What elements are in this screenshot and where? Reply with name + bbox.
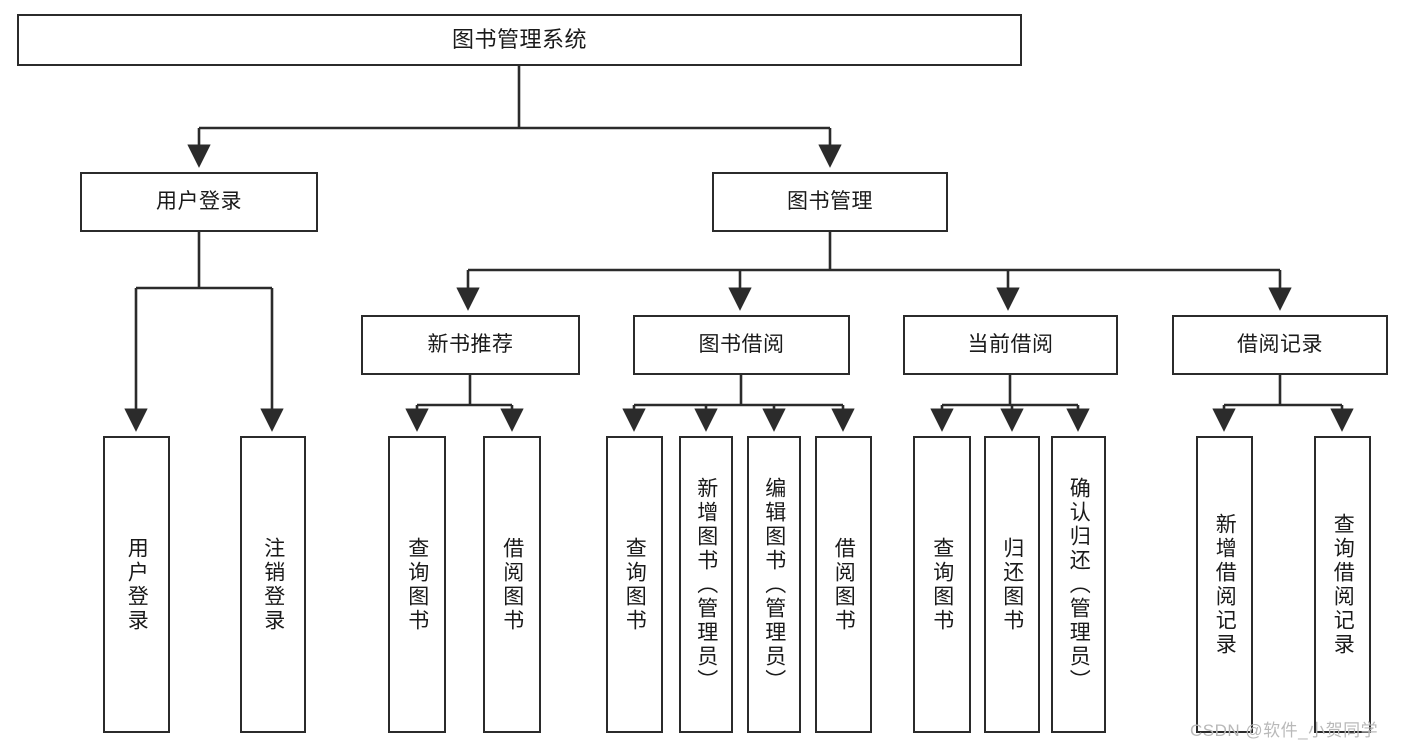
node-leaf-add-book-label: 新增图书（管理员） (694, 476, 718, 693)
node-leaf-return-book-label: 归还图书 (1000, 536, 1024, 633)
node-borrow-record[interactable]: 借阅记录 (1172, 315, 1388, 375)
node-leaf-query-book-3-label: 查询图书 (930, 536, 954, 633)
node-leaf-borrow-book-2-label: 借阅图书 (832, 536, 856, 633)
node-leaf-return-book[interactable]: 归还图书 (984, 436, 1040, 733)
node-leaf-query-borrow-record[interactable]: 查询借阅记录 (1314, 436, 1371, 733)
node-book-borrow[interactable]: 图书借阅 (633, 315, 850, 375)
node-leaf-borrow-book-1[interactable]: 借阅图书 (483, 436, 541, 733)
node-leaf-add-borrow-record-label: 新增借阅记录 (1213, 512, 1237, 657)
node-user-login-label: 用户登录 (156, 190, 242, 214)
node-root-label: 图书管理系统 (451, 26, 587, 52)
node-current-borrow-label: 当前借阅 (967, 333, 1054, 357)
node-leaf-user-login-label: 用户登录 (125, 536, 149, 633)
node-borrow-record-label: 借阅记录 (1237, 333, 1323, 357)
node-book-manage[interactable]: 图书管理 (712, 172, 948, 232)
node-book-borrow-label: 图书借阅 (698, 333, 785, 357)
node-root[interactable]: 图书管理系统 (17, 14, 1022, 66)
node-leaf-borrow-book-2[interactable]: 借阅图书 (815, 436, 872, 733)
watermark: CSDN @软件_小贺同学 (1190, 721, 1379, 740)
node-leaf-add-book[interactable]: 新增图书（管理员） (679, 436, 733, 733)
node-current-borrow[interactable]: 当前借阅 (903, 315, 1118, 375)
node-leaf-edit-book-label: 编辑图书（管理员） (762, 476, 786, 693)
node-leaf-user-login[interactable]: 用户登录 (103, 436, 170, 733)
node-leaf-user-logout-label: 注销登录 (261, 536, 285, 633)
node-leaf-confirm-return-label: 确认归还（管理员） (1067, 476, 1091, 693)
node-leaf-query-book-2-label: 查询图书 (623, 536, 647, 633)
node-leaf-query-book-3[interactable]: 查询图书 (913, 436, 971, 733)
node-new-book-recommend[interactable]: 新书推荐 (361, 315, 580, 375)
node-leaf-query-book-1-label: 查询图书 (405, 536, 429, 633)
node-leaf-edit-book[interactable]: 编辑图书（管理员） (747, 436, 801, 733)
node-leaf-user-logout[interactable]: 注销登录 (240, 436, 306, 733)
node-leaf-query-borrow-record-label: 查询借阅记录 (1331, 512, 1355, 657)
node-new-book-recommend-label: 新书推荐 (427, 333, 514, 357)
node-leaf-query-book-1[interactable]: 查询图书 (388, 436, 446, 733)
node-leaf-query-book-2[interactable]: 查询图书 (606, 436, 663, 733)
node-leaf-add-borrow-record[interactable]: 新增借阅记录 (1196, 436, 1253, 733)
node-book-manage-label: 图书管理 (787, 190, 873, 214)
node-user-login[interactable]: 用户登录 (80, 172, 318, 232)
node-leaf-confirm-return[interactable]: 确认归还（管理员） (1051, 436, 1106, 733)
node-leaf-borrow-book-1-label: 借阅图书 (500, 536, 524, 633)
